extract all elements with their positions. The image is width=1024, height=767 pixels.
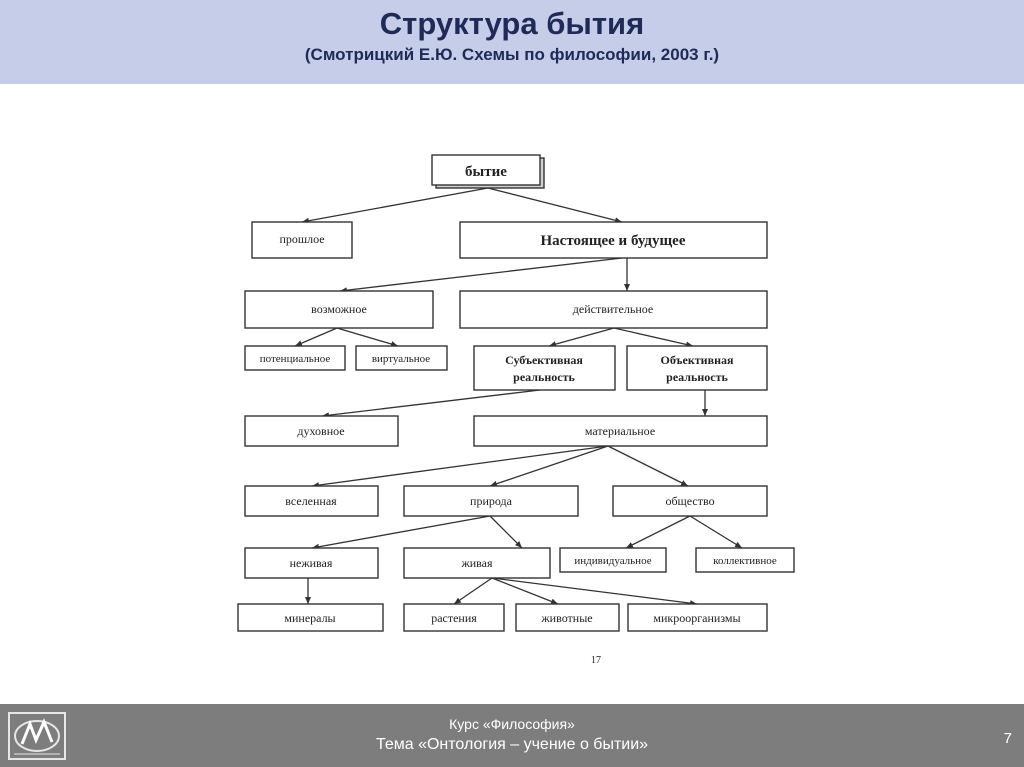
- node-vozmozhnoe: возможное: [311, 302, 367, 316]
- node-kollektivnoe-box: [695, 547, 795, 573]
- node-kollektivnoe: коллективное: [713, 555, 777, 567]
- slide-title: Структура бытия: [379, 6, 645, 41]
- node-obj-line1: Объективная: [661, 353, 734, 367]
- node-materialnoe-box: [473, 415, 768, 447]
- node-vselennaya: вселенная: [285, 494, 337, 508]
- diagram-connectors: [294, 187, 743, 607]
- node-individualnoe-box: [559, 547, 667, 573]
- university-logo-icon: [8, 712, 66, 760]
- node-proshloe-box: [251, 221, 353, 259]
- node-nezhivaya-box: [244, 547, 379, 579]
- node-duhovnoe: духовное: [297, 424, 344, 438]
- node-subj-line2: реальность: [513, 370, 575, 384]
- slide-header: Структура бытия (Смотрицкий Е.Ю. Схемы п…: [0, 0, 1024, 84]
- node-obschestvo-box: [612, 485, 768, 517]
- node-mineraly: минералы: [284, 611, 335, 625]
- node-virtualnoe: виртуальное: [372, 353, 430, 365]
- node-zhivotnye: животные: [540, 611, 592, 625]
- node-materialnoe: материальное: [585, 424, 655, 438]
- node-obj-box: [626, 345, 768, 391]
- node-virtualnoe-box: [355, 345, 448, 371]
- node-priroda-box: [403, 485, 579, 517]
- course-name: Курс «Философия»: [449, 716, 575, 732]
- node-zhivaya: живая: [460, 556, 493, 570]
- node-mikroorganizmy-box: [627, 603, 768, 632]
- node-subj-box: [473, 345, 616, 391]
- node-zhivotnye-box: [515, 603, 620, 632]
- node-bytie-box: [431, 154, 541, 186]
- node-mikroorganizmy: микроорганизмы: [653, 611, 740, 625]
- node-individualnoe: индивидуальное: [574, 555, 651, 567]
- node-zhivaya-box: [403, 547, 551, 579]
- node-deystvitelnoe: действительное: [573, 302, 653, 316]
- node-vozmozhnoe-box: [244, 290, 434, 329]
- node-bytie: бытие: [465, 164, 507, 180]
- node-mineraly-box: [237, 603, 384, 632]
- node-potentsialnoe: потенциальное: [260, 353, 331, 365]
- node-obj-line2: реальность: [666, 370, 728, 384]
- slide-subtitle: (Смотрицкий Е.Ю. Схемы по философии, 200…: [304, 45, 720, 64]
- topic-name: Тема «Онтология – учение о бытии»: [375, 736, 649, 753]
- page-number: 7: [1003, 730, 1012, 747]
- slide-footer: Курс «Философия» Тема «Онтология – учени…: [0, 704, 1024, 767]
- node-obschestvo: общество: [665, 494, 714, 508]
- node-deystvitelnoe-box: [459, 290, 768, 329]
- node-subj-line1: Субъективная: [505, 353, 583, 367]
- node-potentsialnoe-box: [244, 345, 346, 371]
- node-nastoyaschee-box: [459, 221, 768, 259]
- node-rasteniya-box: [403, 603, 505, 632]
- node-vselennaya-box: [244, 485, 379, 517]
- node-proshloe: прошлое: [279, 232, 324, 246]
- node-rasteniya: растения: [431, 611, 477, 625]
- node-nastoyaschee: Настоящее и будущее: [541, 233, 686, 249]
- node-priroda: природа: [470, 494, 513, 508]
- being-structure-diagram: бытие прошлое Настоящее и будущее возмож…: [237, 154, 795, 666]
- node-nezhivaya: неживая: [290, 556, 333, 570]
- node-duhovnoe-box: [244, 415, 399, 447]
- page-reference: 17: [591, 655, 601, 666]
